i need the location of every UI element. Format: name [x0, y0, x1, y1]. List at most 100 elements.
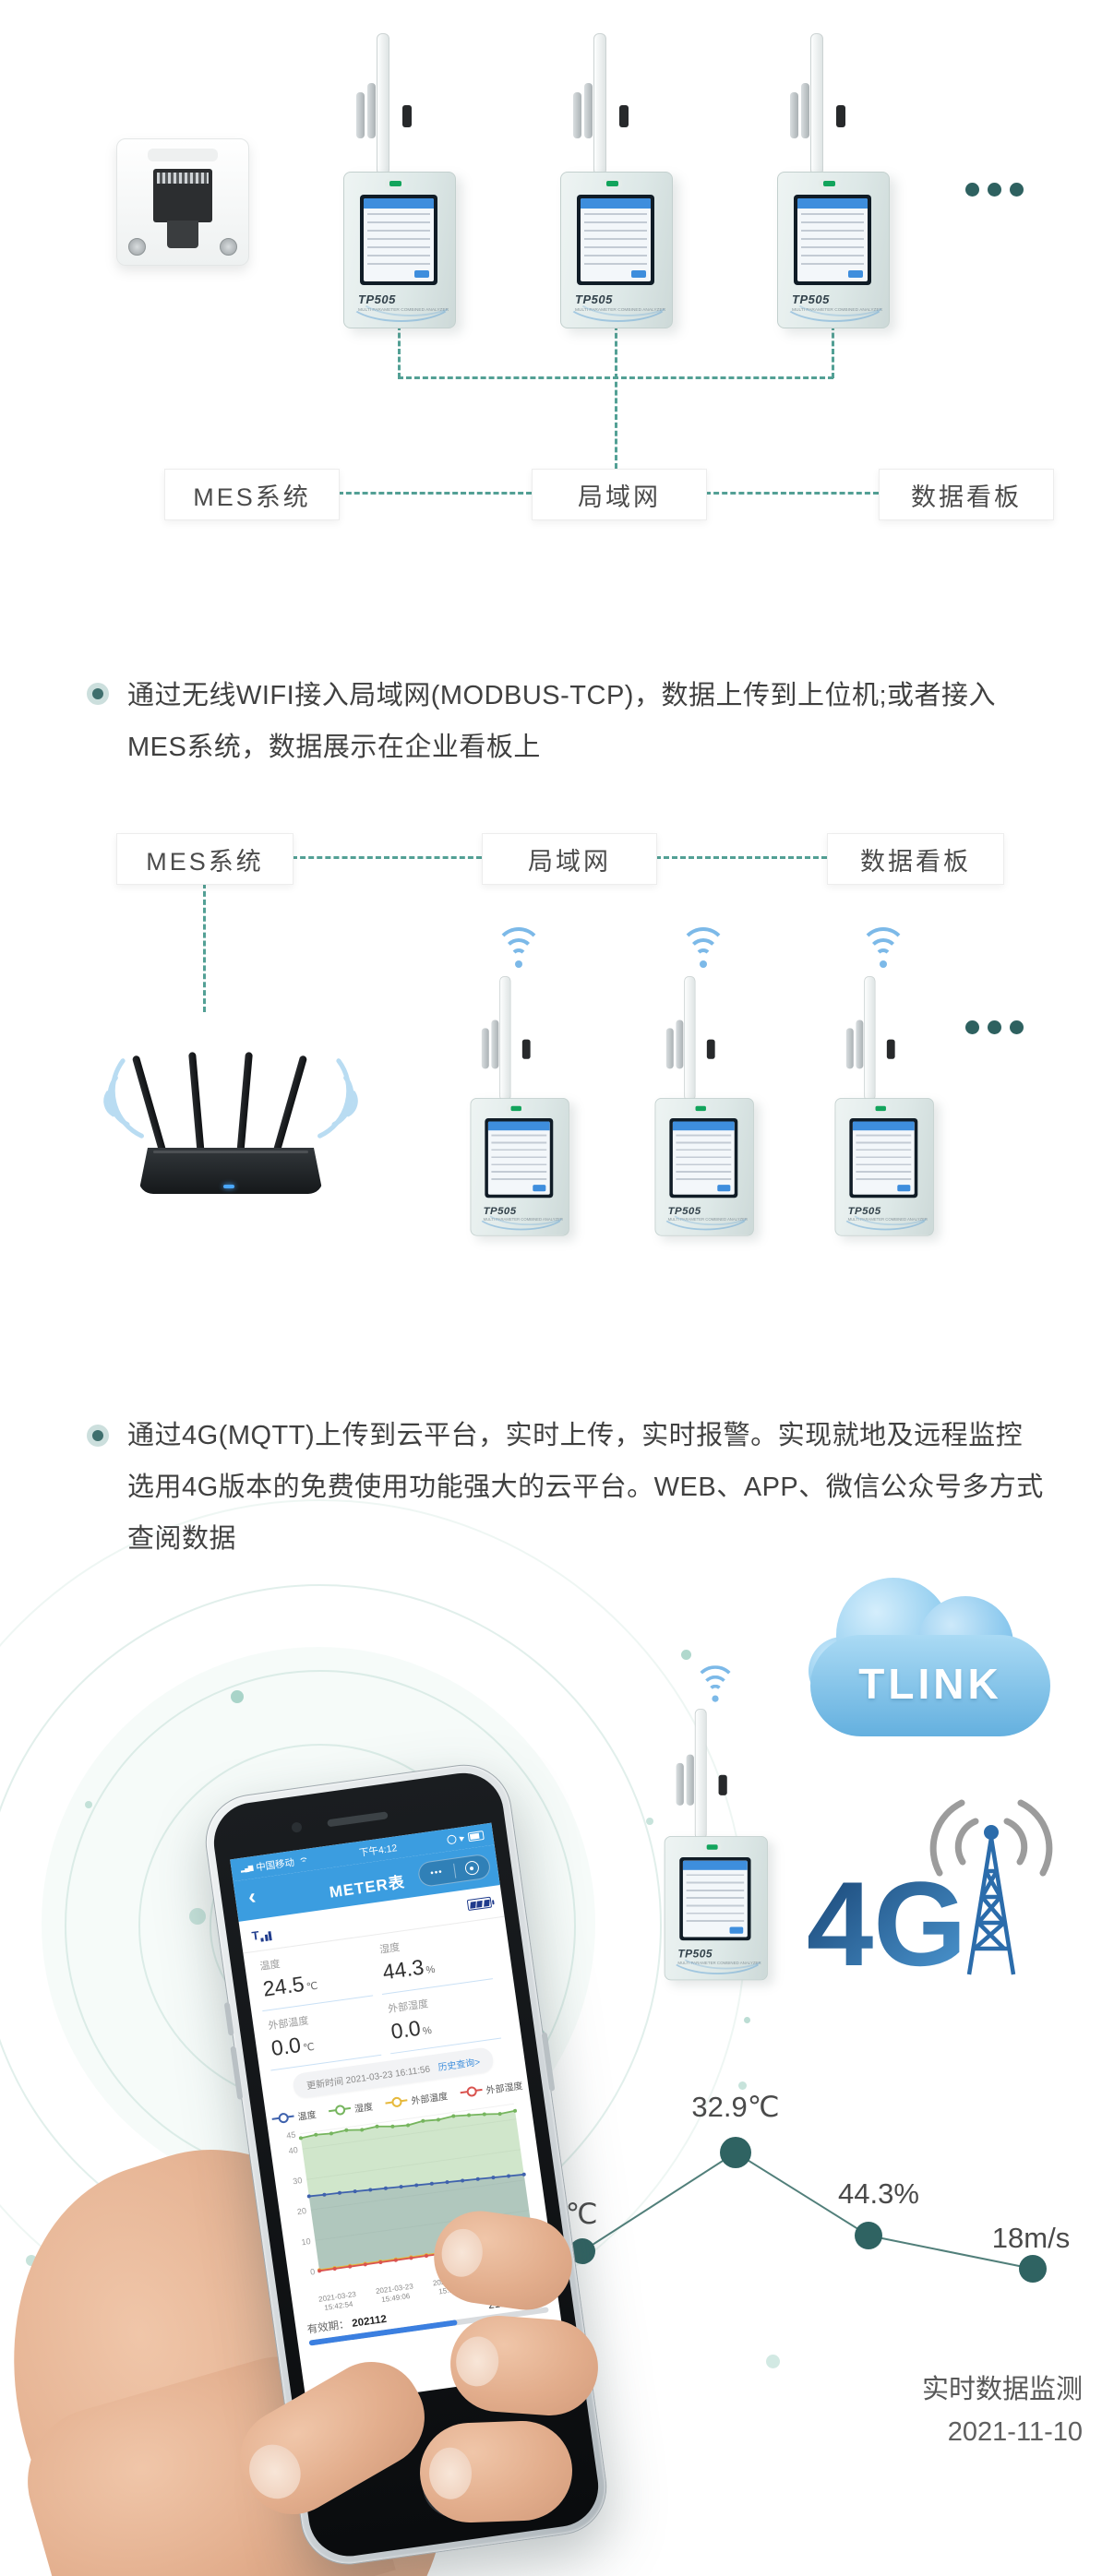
tp505-device: TP505 MULTI PARAMETER COMBINED ANALYZER: [340, 33, 458, 328]
connector-knob-icon: [718, 1774, 727, 1795]
device-body: TP505 MULTI PARAMETER COMBINED ANALYZER: [664, 1836, 768, 1981]
sensor-probe-icon: [573, 92, 581, 138]
connector-knob-icon: [619, 105, 629, 127]
wifi-signal-icon: [674, 923, 733, 971]
screen-header: [797, 198, 868, 209]
screen-button: [717, 1185, 731, 1192]
screen-header: [672, 1121, 735, 1131]
legend-item: 湿度: [328, 2098, 373, 2118]
more-dots-icon[interactable]: •••: [429, 1866, 444, 1879]
sensor-probe-icon: [790, 92, 798, 138]
earpiece-icon: [327, 1811, 389, 1828]
node-lan: 局域网: [532, 469, 707, 520]
carrier-signal-icon: ▂▄▆: [240, 1864, 253, 1873]
connector-knob-icon: [886, 1039, 895, 1059]
device-body: TP505 MULTI PARAMETER COMBINED ANALYZER: [777, 172, 890, 328]
sensor-probe-icon: [686, 1754, 694, 1806]
decor-dot: [231, 1690, 244, 1703]
node-dashboard: 数据看板: [879, 469, 1054, 520]
tlink-cloud-icon: TLINK: [809, 1578, 1052, 1740]
ethernet-jack-icon: [116, 138, 249, 266]
battery-status-icon: [467, 1831, 485, 1843]
wifi-status-icon: [297, 1855, 309, 1867]
close-target-icon[interactable]: [454, 1859, 490, 1878]
wifi-signal-icon: [689, 1662, 742, 1705]
tp505-device: TP505 MULTI PARAMETER COMBINED ANALYZER: [773, 33, 892, 328]
antenna-icon: [694, 1709, 707, 1840]
wave-graphic: [477, 1206, 562, 1234]
decor-dot: [189, 1908, 206, 1925]
screen-table: [367, 213, 430, 269]
carrier-label: 中国移动: [255, 1856, 295, 1874]
wave-graphic: [785, 294, 881, 326]
screen-header: [581, 198, 651, 209]
screen-header: [852, 1121, 915, 1131]
device-body: TP505 MULTI PARAMETER COMBINED ANALYZER: [560, 172, 673, 328]
node-mes-system: MES系统: [164, 469, 340, 520]
device-signal-icon: T: [251, 1926, 273, 1942]
feature-text-4g: 通过4G(MQTT)上传到云平台，实时上传，实时报警。实现就地及远程监控 选用4…: [127, 1410, 1069, 1565]
history-query-link[interactable]: 历史查询>: [437, 2057, 481, 2073]
svg-text:30: 30: [293, 2176, 303, 2186]
feature-text-wifi: 通过无线WIFI接入局域网(MODBUS-TCP)，数据上传到上位机;或者接入 …: [127, 670, 1069, 773]
screen-table: [676, 1134, 732, 1185]
connector-line: [203, 883, 206, 1012]
legend-item: 温度: [271, 2106, 317, 2127]
screen-table: [584, 213, 647, 269]
connector-knob-icon: [706, 1039, 715, 1059]
device-body: TP505 MULTI PARAMETER COMBINED ANALYZER: [654, 1098, 754, 1236]
antenna-icon: [593, 33, 606, 175]
device-body: TP505 MULTI PARAMETER COMBINED ANALYZER: [834, 1098, 934, 1236]
connector-line: [655, 856, 827, 859]
realtime-value-wind: 18m/s: [991, 2222, 1071, 2254]
device-screen: [849, 1118, 918, 1199]
signal-arcs-icon: [929, 1799, 1053, 1877]
device-screen: [577, 195, 654, 285]
feature-text-line: 选用4G版本的免费使用功能强大的云平台。WEB、APP、微信公众号多方式: [127, 1473, 1044, 1502]
device-screen: [485, 1118, 554, 1199]
device-body: TP505 MULTI PARAMETER COMBINED ANALYZER: [343, 172, 456, 328]
sensor-probe-icon: [491, 1020, 499, 1069]
tp505-device: TP505 MULTI PARAMETER COMBINED ANALYZER: [832, 976, 936, 1236]
ellipsis-dots-icon: [965, 183, 1032, 201]
node-lan: 局域网: [482, 833, 657, 885]
tp505-device: TP505 MULTI PARAMETER COMBINED ANALYZER: [557, 33, 675, 328]
front-camera-icon: [291, 1821, 303, 1833]
status-icons: [446, 1831, 485, 1845]
device-battery-icon: [466, 1896, 493, 1912]
device-slot-1: TP505 MULTI PARAMETER COMBINED ANALYZER: [340, 33, 458, 328]
node-dashboard: 数据看板: [827, 833, 1004, 885]
wave-graphic: [662, 1206, 747, 1234]
screen-table: [491, 1134, 547, 1185]
finger: [447, 2312, 602, 2419]
feature-text-line: 通过无线WIFI接入局域网(MODBUS-TCP)，数据上传到上位机;或者接入: [127, 681, 997, 710]
connector-line: [705, 492, 879, 495]
tp505-device: TP505 MULTI PARAMETER COMBINED ANALYZER: [467, 976, 571, 1236]
tp505-device: TP505 MULTI PARAMETER COMBINED ANALYZER: [652, 976, 756, 1236]
power-led-icon: [702, 1843, 722, 1852]
screen-button: [897, 1185, 911, 1192]
cloud-platform-label: TLINK: [858, 1660, 1002, 1708]
power-led-icon: [507, 1104, 525, 1113]
feature-text-line: 查阅数据: [127, 1524, 237, 1554]
device-slot-3: TP505 MULTI PARAMETER COMBINED ANALYZER: [773, 33, 892, 328]
screen-header: [682, 1860, 748, 1870]
ellipsis-dots-icon: [965, 1020, 1032, 1039]
wave-graphic: [842, 1206, 927, 1234]
connector-line: [398, 325, 401, 378]
svg-text:10: 10: [301, 2236, 311, 2247]
decor-dot: [744, 2017, 750, 2023]
screen-button: [729, 1926, 744, 1934]
device-screen: [679, 1857, 751, 1941]
power-led-icon: [602, 179, 622, 188]
antenna-icon: [864, 976, 876, 1102]
miniprogram-capsule[interactable]: •••: [416, 1853, 492, 1889]
realtime-caption: 实时数据监测: [921, 2375, 1083, 2404]
screen-button: [533, 1185, 546, 1192]
screen-button: [414, 270, 429, 278]
decor-dot: [85, 1801, 92, 1808]
antenna-icon: [810, 33, 823, 175]
sensor-probe-icon: [481, 1028, 489, 1069]
connector-line: [292, 856, 482, 859]
svg-text:45: 45: [286, 2130, 296, 2141]
